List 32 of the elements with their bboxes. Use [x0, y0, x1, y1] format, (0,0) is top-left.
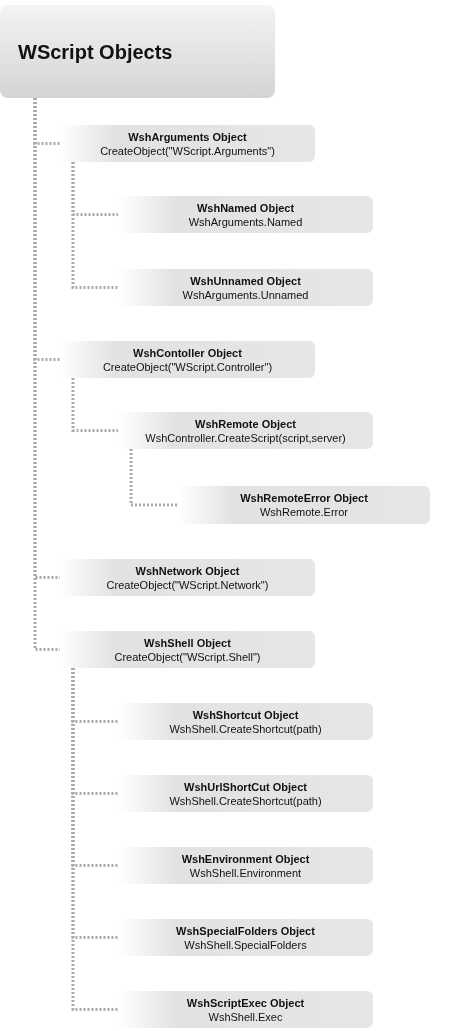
- dotted-connector: [71, 668, 118, 1011]
- dotted-connector: [71, 378, 118, 432]
- object-expression: WshArguments.Named: [188, 214, 303, 229]
- object-name: WshContoller Object: [133, 345, 242, 360]
- object-name: WshRemoteError Object: [240, 491, 368, 505]
- object-expression: CreateObject("WScript.Arguments"): [100, 143, 275, 158]
- dotted-connector: [71, 162, 118, 289]
- object-name: WshArguments Object: [128, 129, 247, 144]
- object-expression: WshShell.CreateShortcut(path): [169, 721, 322, 736]
- object-name: WshNetwork Object: [135, 563, 240, 578]
- object-name: WshSpecialFolders Object: [176, 923, 315, 938]
- object-name: WshRemote Object: [195, 416, 296, 431]
- object-name: WshShortcut Object: [192, 707, 299, 722]
- object-expression: WshShell.CreateShortcut(path): [169, 793, 322, 808]
- object-expression: WshController.CreateScript(script,server): [145, 430, 346, 445]
- dotted-connector: [129, 449, 178, 507]
- object-expression: CreateObject("WScript.Shell"): [114, 649, 261, 664]
- object-expression: CreateObject("WScript.Controller"): [102, 359, 273, 374]
- object-name: WshEnvironment Object: [181, 851, 310, 866]
- object-name: WshNamed Object: [196, 200, 295, 215]
- object-expression: CreateObject("WScript.Network"): [106, 577, 269, 592]
- object-expression: WshShell.Environment: [189, 865, 302, 880]
- object-name: WshUrlShortCut Object: [184, 779, 307, 794]
- object-expression: WshRemote.Error: [260, 505, 348, 519]
- object-expression: WshShell.SpecialFolders: [184, 937, 307, 952]
- object-name: WshShell Object: [144, 635, 231, 650]
- title-box: [0, 5, 275, 98]
- object-name: WshScriptExec Object: [186, 995, 305, 1010]
- object-expression: WshArguments.Unnamed: [182, 287, 309, 302]
- object-expression: WshShell.Exec: [208, 1009, 283, 1024]
- root-object-name: WScript Objects: [18, 39, 173, 64]
- object-name: WshUnnamed Object: [190, 273, 301, 288]
